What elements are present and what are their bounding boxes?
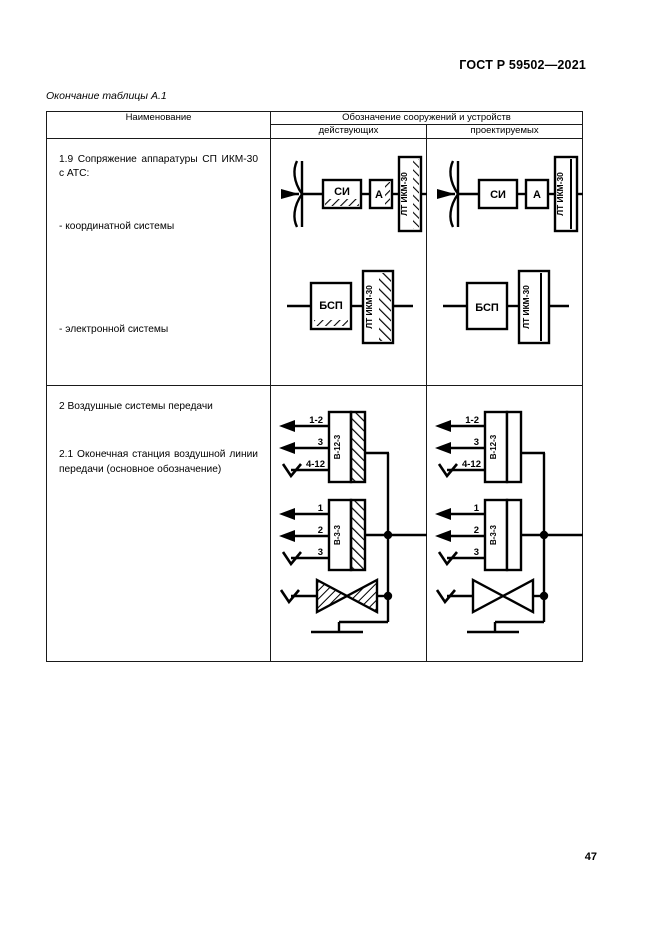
standards-table: Наименование Обозначение сооружений и ус… (46, 110, 584, 662)
row-2-subtitle: 2.1 Оконечная станция воздушной линии пе… (59, 449, 258, 476)
symbol-terminal-station-existing-svg: В-12-3 1-2 3 (279, 410, 427, 633)
svg-text:ЛТ ИКМ-30: ЛТ ИКМ-30 (555, 172, 565, 216)
table-row: 2 Воздушные системы передачи 2.1 Оконечн… (46, 384, 584, 662)
svg-text:1: 1 (318, 503, 324, 514)
table-caption: Окончание таблицы А.1 (46, 90, 167, 102)
symbol-coordinate-existing-svg: СИ А ЛТ ИКМ-30 (281, 155, 427, 232)
table-header-row-1: Наименование Обозначение сооружений и ус… (46, 110, 584, 139)
svg-text:БСП: БСП (319, 300, 343, 312)
svg-text:В-3-3: В-3-3 (489, 524, 498, 545)
svg-text:А: А (375, 189, 383, 201)
svg-text:2: 2 (318, 525, 323, 536)
symbol-terminal-station-projected-svg: В-12-3 1-2 3 4-12 (435, 410, 583, 633)
row-2-name-cell: 2 Воздушные системы передачи 2.1 Оконечн… (46, 384, 271, 662)
svg-text:1-2: 1-2 (309, 415, 323, 426)
svg-text:1-2: 1-2 (465, 415, 479, 426)
row-2-projected-cell: В-12-3 1-2 3 4-12 (425, 384, 584, 662)
symbol-coordinate-projected-svg: СИ А ЛТ ИКМ-30 (437, 155, 583, 232)
svg-text:3: 3 (474, 547, 479, 558)
row-2-projected-symbols: В-12-3 1-2 3 4-12 (427, 386, 583, 661)
svg-text:3: 3 (318, 547, 323, 558)
symbol-coordinate-existing: СИ А ЛТ ИКМ-30 (271, 139, 427, 249)
row-2-existing-cell: В-12-3 1-2 3 (270, 384, 427, 662)
header-designation-group: Обозначение сооружений и устройств (269, 110, 584, 126)
table-header-row-2: действующих проектируемых (47, 124, 584, 139)
document-header: ГОСТ Р 59502—2021 (459, 58, 586, 72)
svg-text:4-12: 4-12 (306, 459, 325, 470)
svg-text:В-3-3: В-3-3 (333, 524, 342, 545)
row-1-title: 1.9 Сопряжение аппаратуры СП ИКМ-30 с АТ… (59, 153, 258, 180)
svg-text:СИ: СИ (334, 186, 350, 198)
svg-text:4-12: 4-12 (462, 459, 481, 470)
svg-text:В-12-3: В-12-3 (489, 434, 498, 459)
svg-text:ЛТ ИКМ-30: ЛТ ИКМ-30 (364, 285, 374, 329)
svg-text:А: А (533, 189, 541, 201)
svg-text:1: 1 (474, 503, 480, 514)
row-1-projected-symbols: СИ А ЛТ ИКМ-30 (427, 139, 583, 385)
svg-text:В-12-3: В-12-3 (333, 434, 342, 459)
row-1-name-cell: 1.9 Сопряжение аппаратуры СП ИКМ-30 с АТ… (46, 137, 271, 386)
header-existing: действующих (270, 124, 427, 139)
symbol-terminal-station-existing: В-12-3 1-2 3 (271, 408, 427, 638)
svg-text:3: 3 (318, 437, 323, 448)
row-1-projected-cell: СИ А ЛТ ИКМ-30 (425, 137, 584, 386)
symbol-coordinate-projected: СИ А ЛТ ИКМ-30 (427, 139, 583, 249)
row-1-sub-electronic: - электронной системы (59, 324, 169, 336)
row-1-existing-symbols: СИ А ЛТ ИКМ-30 (271, 139, 427, 385)
row-1-sub-coordinate: - координатной системы (59, 221, 175, 233)
symbol-electronic-existing: БСП ЛТ ИКМ-30 (271, 261, 427, 351)
symbol-electronic-existing-svg: БСП ЛТ ИКМ-30 (287, 269, 413, 344)
table-head: Наименование Обозначение сооружений и ус… (46, 110, 584, 139)
header-projected: проектируемых (425, 124, 584, 139)
row-1-text-block: 1.9 Сопряжение аппаратуры СП ИКМ-30 с АТ… (47, 139, 270, 348)
svg-text:3: 3 (474, 437, 479, 448)
symbol-electronic-projected-svg: БСП ЛТ ИКМ-30 (443, 269, 569, 344)
svg-text:СИ: СИ (490, 189, 506, 201)
symbol-terminal-station-projected: В-12-3 1-2 3 4-12 (427, 408, 583, 638)
symbol-electronic-projected: БСП ЛТ ИКМ-30 (427, 261, 583, 351)
svg-text:2: 2 (474, 525, 479, 536)
row-1-existing-cell: СИ А ЛТ ИКМ-30 (270, 137, 427, 386)
row-2-text-block: 2 Воздушные системы передачи 2.1 Оконечн… (47, 386, 270, 488)
svg-text:БСП: БСП (475, 302, 499, 314)
svg-text:ЛТ ИКМ-30: ЛТ ИКМ-30 (521, 285, 531, 329)
row-2-title: 2 Воздушные системы передачи (59, 400, 213, 412)
page-number: 47 (584, 851, 597, 863)
row-2-existing-symbols: В-12-3 1-2 3 (271, 386, 427, 661)
svg-text:ЛТ ИКМ-30: ЛТ ИКМ-30 (399, 172, 409, 216)
header-name: Наименование (46, 111, 271, 139)
table-row: 1.9 Сопряжение аппаратуры СП ИКМ-30 с АТ… (46, 137, 584, 386)
table-body: 1.9 Сопряжение аппаратуры СП ИКМ-30 с АТ… (46, 137, 584, 662)
